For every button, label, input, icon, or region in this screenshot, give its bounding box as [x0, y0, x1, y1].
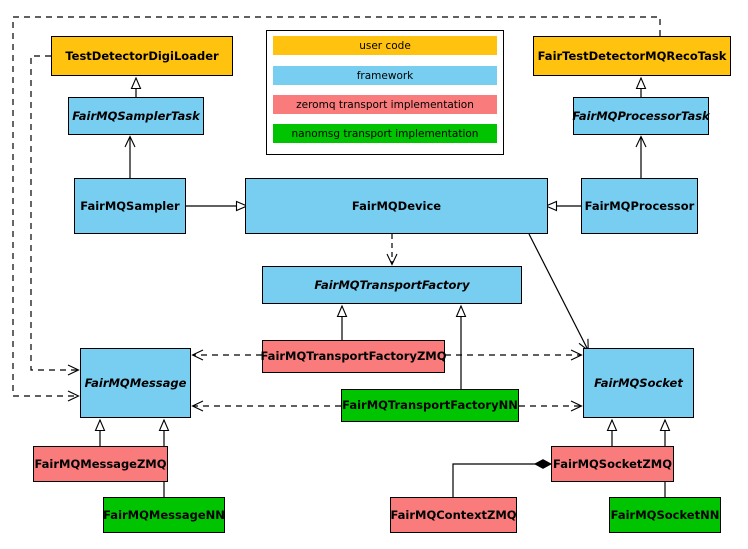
- class-node-label: FairMQTransportFactoryZMQ: [260, 349, 447, 364]
- class-node-fairmqmessage[interactable]: FairMQMessage: [80, 348, 191, 418]
- class-node-label: FairMQMessageZMQ: [34, 456, 167, 471]
- legend-item-user-code: user code: [273, 36, 497, 55]
- class-node-label: FairMQDevice: [351, 198, 442, 213]
- edge-contextzmq-to-socketzmq: [452, 464, 551, 497]
- class-node-fairtestdetectormqrecotask[interactable]: FairTestDetectorMQRecoTask: [533, 36, 731, 76]
- class-node-fairmqdevice[interactable]: FairMQDevice: [245, 178, 548, 234]
- class-node-label: FairMQSamplerTask: [72, 108, 200, 123]
- class-node-fairmqsampler[interactable]: FairMQSampler: [74, 178, 186, 234]
- legend-item-nanomsg: nanomsg transport implementation: [273, 124, 497, 143]
- class-node-fairmqprocessortask[interactable]: FairMQProcessorTask: [572, 97, 710, 135]
- class-node-testdetectordigiloader[interactable]: TestDetectorDigiLoader: [51, 36, 233, 76]
- class-node-fairmqmessagenn[interactable]: FairMQMessageNN: [103, 497, 225, 533]
- edge-recotask-to-message: [12, 16, 661, 402]
- legend-item-framework: framework: [273, 66, 497, 85]
- legend-item-label: nanomsg transport implementation: [291, 127, 479, 140]
- class-node-label: FairMQProcessorTask: [572, 108, 710, 123]
- class-node-fairmqmessagezmq[interactable]: FairMQMessageZMQ: [33, 446, 168, 482]
- class-node-label: FairMQProcessor: [584, 198, 695, 213]
- class-node-fairmqcontextzmq[interactable]: FairMQContextZMQ: [390, 497, 517, 533]
- class-node-label: FairMQTransportFactory: [314, 277, 470, 292]
- edge-digiloader-to-message: [30, 55, 80, 376]
- legend-item-label: framework: [356, 69, 414, 82]
- class-node-label: FairMQSocketNN: [610, 507, 720, 522]
- class-node-fairmqprocessor[interactable]: FairMQProcessor: [581, 178, 698, 234]
- legend-item-zeromq: zeromq transport implementation: [273, 95, 497, 114]
- class-node-label: FairMQSampler: [80, 198, 180, 213]
- class-node-fairmqsocketnn[interactable]: FairMQSocketNN: [609, 497, 721, 533]
- class-node-label: FairMQSocket: [594, 375, 683, 390]
- class-node-fairmqtransportfactorynn[interactable]: FairMQTransportFactoryNN: [341, 389, 519, 422]
- class-node-fairmqsocket[interactable]: FairMQSocket: [583, 348, 694, 418]
- class-node-label: FairMQMessage: [84, 375, 187, 390]
- class-node-label: FairMQMessageNN: [103, 507, 225, 522]
- edge-device-to-socket: [528, 233, 589, 352]
- class-node-label: FairMQContextZMQ: [390, 507, 517, 522]
- class-node-fairmqsocketzmq[interactable]: FairMQSocketZMQ: [551, 446, 674, 482]
- class-node-fairmqsamplertask[interactable]: FairMQSamplerTask: [68, 97, 204, 135]
- legend-item-label: user code: [359, 39, 411, 52]
- class-node-label: FairTestDetectorMQRecoTask: [537, 48, 727, 63]
- class-node-label: FairMQTransportFactoryNN: [342, 398, 518, 413]
- class-node-fairmqtransportfactoryzmq[interactable]: FairMQTransportFactoryZMQ: [260, 340, 447, 373]
- class-node-label: TestDetectorDigiLoader: [65, 48, 219, 63]
- legend-item-label: zeromq transport implementation: [296, 98, 474, 111]
- class-node-fairmqtransportfactory[interactable]: FairMQTransportFactory: [262, 266, 522, 304]
- class-node-label: FairMQSocketZMQ: [553, 456, 672, 471]
